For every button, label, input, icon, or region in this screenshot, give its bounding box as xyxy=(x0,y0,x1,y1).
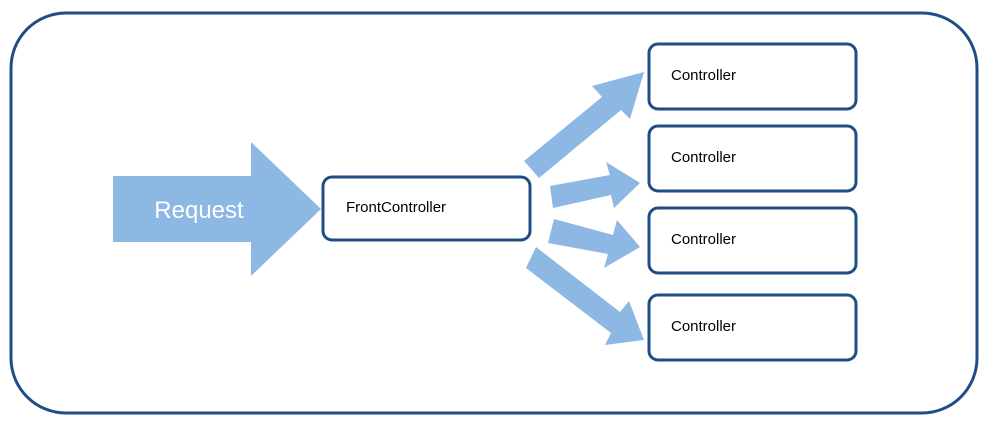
controller-label-2: Controller xyxy=(671,149,736,166)
controller-box-2 xyxy=(647,124,858,193)
controller-box-4 xyxy=(647,293,858,362)
controller-box-3 xyxy=(647,206,858,275)
request-arrow xyxy=(113,142,321,276)
dispatch-arrow-3 xyxy=(548,219,640,268)
dispatch-arrows xyxy=(524,72,644,345)
controller-box-1 xyxy=(647,42,858,111)
controller-label-4: Controller xyxy=(671,318,736,335)
front-controller-box xyxy=(321,175,532,242)
dispatch-arrow-4 xyxy=(526,247,644,345)
request-label: Request xyxy=(154,197,244,224)
dispatch-arrow-1 xyxy=(524,72,644,178)
dispatch-arrow-2 xyxy=(550,162,640,208)
controller-label-3: Controller xyxy=(671,231,736,248)
controller-label-1: Controller xyxy=(671,67,736,84)
front-controller-label: FrontController xyxy=(346,199,446,216)
